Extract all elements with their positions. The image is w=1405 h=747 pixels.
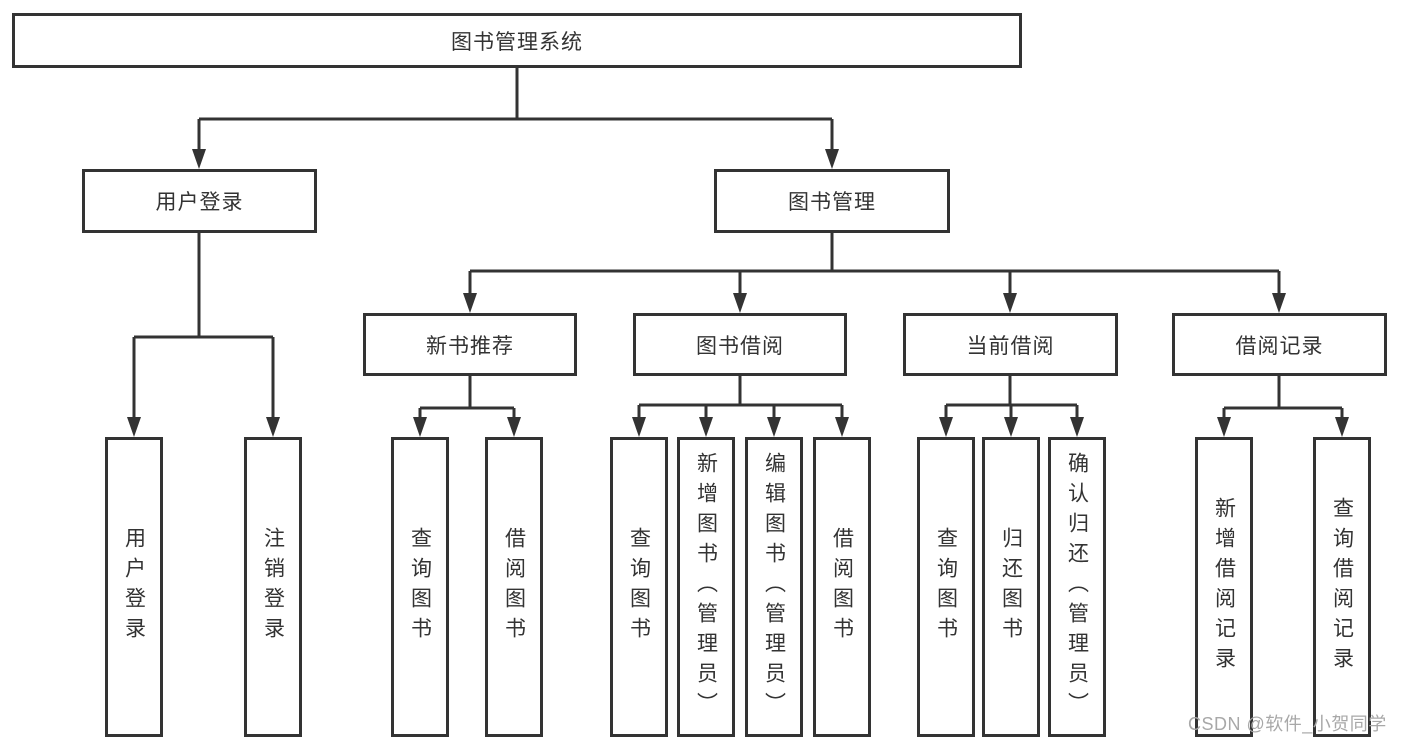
leaf-label: 查询图书 xyxy=(934,527,958,647)
leaf-label: 归还图书 xyxy=(999,527,1023,647)
leaf-query-books-current: 查询图书 xyxy=(917,437,975,737)
leaf-label: 用户登录 xyxy=(122,527,146,647)
leaf-edit-books-admin: 编辑图书（管理员） xyxy=(745,437,803,737)
leaf-label: 新增借阅记录 xyxy=(1212,497,1236,677)
node-root: 图书管理系统 xyxy=(12,13,1022,68)
node-user-login: 用户登录 xyxy=(82,169,317,233)
leaf-label: 编辑图书（管理员） xyxy=(762,452,786,722)
leaf-label: 借阅图书 xyxy=(830,527,854,647)
node-label: 新书推荐 xyxy=(426,334,514,358)
leaf-label: 查询借阅记录 xyxy=(1330,497,1354,677)
leaf-confirm-return-admin: 确认归还（管理员） xyxy=(1048,437,1106,737)
leaf-label: 新增图书（管理员） xyxy=(694,452,718,722)
node-book-borrow: 图书借阅 xyxy=(633,313,847,376)
leaf-logout-login: 注销登录 xyxy=(244,437,302,737)
leaf-label: 查询图书 xyxy=(627,527,651,647)
leaf-label: 借阅图书 xyxy=(502,527,526,647)
leaf-borrow-books-borrow: 借阅图书 xyxy=(813,437,871,737)
node-label: 用户登录 xyxy=(155,191,244,214)
leaf-label: 查询图书 xyxy=(408,527,432,647)
leaf-return-books: 归还图书 xyxy=(982,437,1040,737)
leaf-query-books-recommend: 查询图书 xyxy=(391,437,449,737)
node-label: 借阅记录 xyxy=(1235,334,1324,358)
leaf-add-books-admin: 新增图书（管理员） xyxy=(677,437,735,737)
leaf-borrow-books-recommend: 借阅图书 xyxy=(485,437,543,737)
leaf-label: 确认归还（管理员） xyxy=(1065,452,1089,722)
leaf-query-books-borrow: 查询图书 xyxy=(610,437,668,737)
leaf-label: 注销登录 xyxy=(261,527,285,647)
leaf-add-borrow-record: 新增借阅记录 xyxy=(1195,437,1253,737)
csdn-watermark: CSDN @软件_小贺同学 xyxy=(1188,714,1387,734)
node-label: 图书管理 xyxy=(788,191,876,214)
node-new-book-recommend: 新书推荐 xyxy=(363,313,577,376)
node-book-management: 图书管理 xyxy=(714,169,950,233)
node-borrow-records: 借阅记录 xyxy=(1172,313,1387,376)
leaf-query-borrow-record: 查询借阅记录 xyxy=(1313,437,1371,737)
leaf-user-login: 用户登录 xyxy=(105,437,163,737)
node-current-borrow: 当前借阅 xyxy=(903,313,1118,376)
node-label: 当前借阅 xyxy=(966,334,1055,358)
node-label: 图书借阅 xyxy=(696,334,784,358)
node-root-label: 图书管理系统 xyxy=(451,30,583,54)
